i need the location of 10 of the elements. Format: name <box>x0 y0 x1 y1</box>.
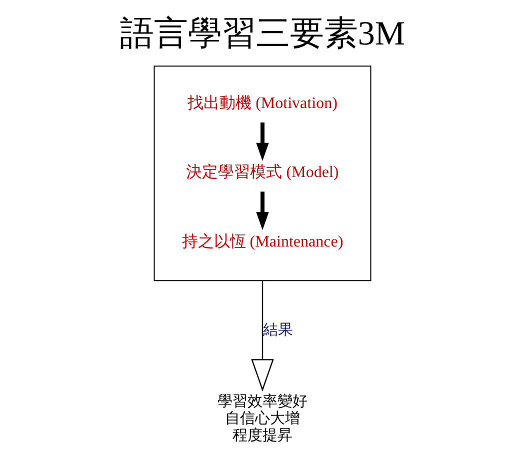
node-text: 學習效率變好 自信心大增 程度提昇 <box>218 391 308 444</box>
edge-label: 結果 <box>263 320 294 338</box>
node-text: 決定學習模式 (Model) <box>186 164 339 181</box>
node-text: 找出動機 (Motivation) <box>188 94 338 112</box>
arrow <box>256 122 269 160</box>
node-text: 持之以恆 (Maintenance) <box>182 232 344 250</box>
arrow <box>251 280 274 392</box>
diagram-title: 語言學習三要素3M <box>120 14 406 52</box>
cluster <box>154 65 372 281</box>
arrow <box>256 191 269 230</box>
